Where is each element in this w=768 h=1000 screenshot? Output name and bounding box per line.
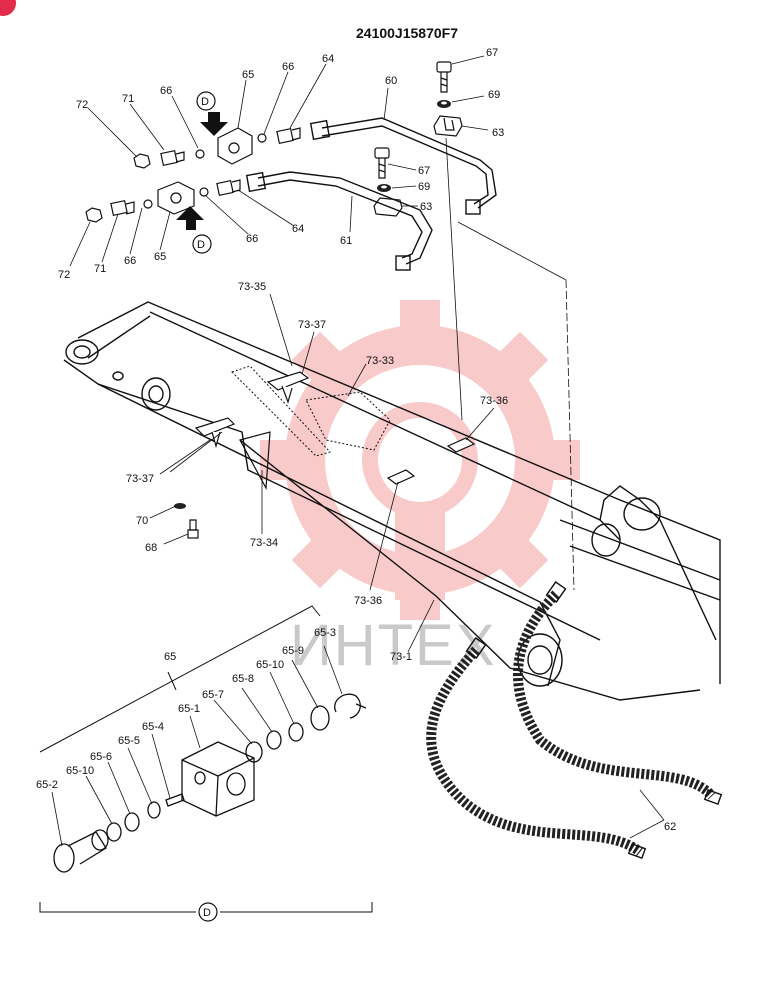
label-63: 63: [420, 201, 432, 213]
label-65: 65: [242, 69, 254, 81]
clamp-63-upper: [433, 115, 463, 137]
label-71: 71: [94, 263, 106, 275]
pipe-61: [245, 171, 433, 271]
arrow-down-icon: [200, 112, 228, 136]
label-65-4: 65-4: [142, 721, 164, 733]
leader-lines-detail: [51, 645, 343, 847]
label-64: 64: [292, 223, 304, 235]
washer-69-lower: [377, 184, 391, 192]
diagram-title: 24100J15870F7: [356, 25, 458, 41]
svg-text:D: D: [203, 907, 211, 919]
fitting-row-upper: [133, 127, 301, 169]
label-69: 69: [418, 181, 430, 193]
label-72: 72: [58, 269, 70, 281]
label-73-1: 73-1: [390, 651, 412, 663]
label-66: 66: [160, 85, 172, 97]
washer-70: [174, 503, 186, 509]
part-labels: 67 69 63 60 64 66 65 66 71 72 67 69 63 6…: [36, 47, 676, 833]
hose-62-right: [513, 581, 723, 805]
label-65-3: 65-3: [314, 627, 336, 639]
label-64: 64: [322, 53, 334, 65]
label-73-36: 73-36: [480, 395, 508, 407]
label-69: 69: [488, 89, 500, 101]
label-73-37: 73-37: [126, 473, 154, 485]
label-65-1: 65-1: [178, 703, 200, 715]
plate-73-35: [231, 365, 331, 457]
svg-text:D: D: [201, 96, 209, 108]
watermark-text: ИНТЕХ: [290, 613, 496, 678]
label-65-8: 65-8: [232, 673, 254, 685]
detail-d-bracket: [39, 605, 373, 913]
label-65-10: 65-10: [66, 765, 94, 777]
label-68: 68: [145, 542, 157, 554]
label-71: 71: [122, 93, 134, 105]
label-60: 60: [385, 75, 397, 87]
label-62: 62: [664, 821, 676, 833]
label-73-33: 73-33: [366, 355, 394, 367]
detail-marker-bottom: D: [198, 902, 218, 922]
label-73-37: 73-37: [298, 319, 326, 331]
label-73-36: 73-36: [354, 595, 382, 607]
label-65-9: 65-9: [282, 645, 304, 657]
fitting-row-lower: [85, 179, 241, 223]
washer-69-upper: [437, 100, 451, 108]
label-61: 61: [340, 235, 352, 247]
bracket-73-37-lower: [194, 417, 236, 449]
bolt-67-upper: [436, 61, 452, 93]
label-66: 66: [246, 233, 258, 245]
exploded-parts: [53, 693, 367, 873]
label-65-2: 65-2: [36, 779, 58, 791]
label-73-35: 73-35: [238, 281, 266, 293]
label-65-10: 65-10: [256, 659, 284, 671]
label-65-6: 65-6: [90, 751, 112, 763]
block-73-36-upper: [446, 437, 476, 453]
label-73-34: 73-34: [250, 537, 278, 549]
plate-73-34: [239, 431, 271, 491]
label-66: 66: [282, 61, 294, 73]
label-65: 65: [154, 251, 166, 263]
hose-62-left: [426, 637, 647, 859]
arrow-up-icon: [176, 206, 204, 230]
watermark-gear-icon: [260, 300, 580, 620]
label-72: 72: [76, 99, 88, 111]
block-73-36-lower: [386, 469, 416, 485]
label-63: 63: [492, 127, 504, 139]
leader-lines-arm: [149, 293, 665, 839]
corner-badge: 3: [0, 0, 16, 16]
label-67: 67: [418, 165, 430, 177]
label-66: 66: [124, 255, 136, 267]
detail-marker-lower: D: [192, 234, 212, 254]
pipe-60: [309, 117, 497, 215]
plate-73-33: [305, 391, 391, 451]
clamp-63-lower: [373, 197, 403, 217]
label-65-5: 65-5: [118, 735, 140, 747]
label-67: 67: [486, 47, 498, 59]
leader-lines-upper: [69, 55, 575, 591]
label-65: 65: [164, 651, 176, 663]
detail-marker-upper: D: [196, 91, 216, 111]
svg-text:D: D: [197, 239, 205, 251]
label-65-7: 65-7: [202, 689, 224, 701]
bolt-68: [187, 519, 199, 539]
label-70: 70: [136, 515, 148, 527]
bolt-67-lower: [374, 147, 390, 179]
bracket-73-37-upper: [266, 371, 310, 404]
